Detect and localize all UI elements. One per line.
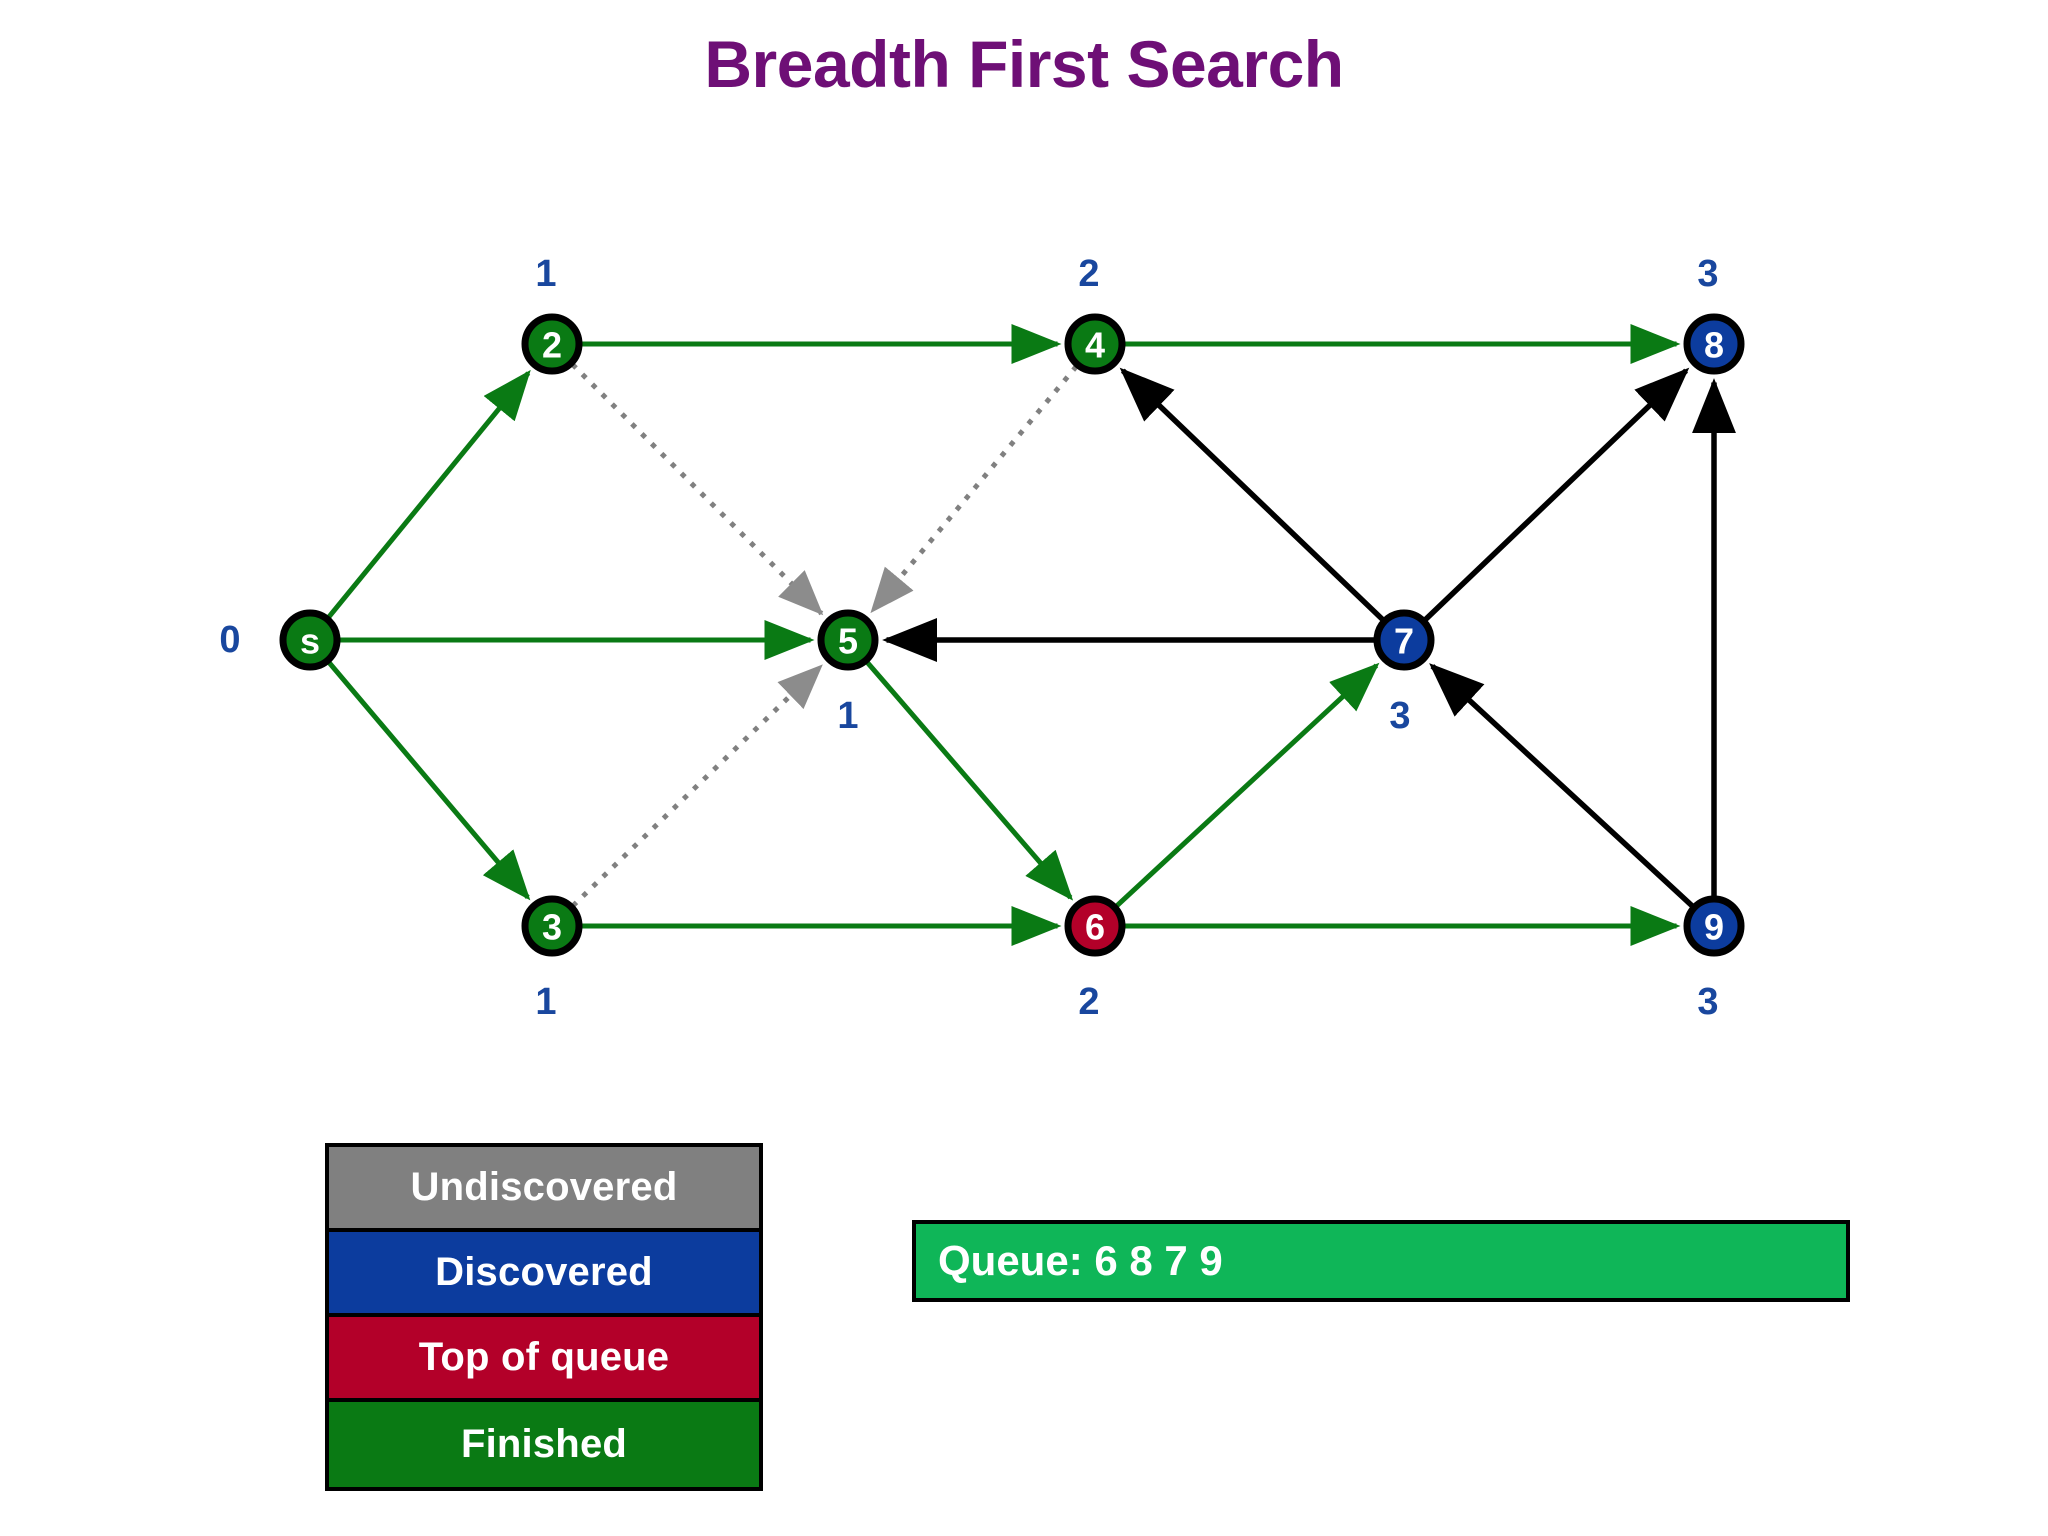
node-label-7: 7 <box>1394 621 1414 662</box>
node-circle-3 <box>521 895 583 957</box>
bfs-graph: s 2 3 5 4 6 7 8 9 0 1 1 1 2 2 3 3 3 <box>219 253 1745 1023</box>
node-circle-2 <box>521 313 583 375</box>
node-label-s: s <box>300 621 320 662</box>
queue-box: Queue: 6 8 7 9 <box>912 1220 1850 1302</box>
graph-edge-s-2 <box>326 369 531 620</box>
node-distance-7: 3 <box>1389 695 1410 737</box>
node-circle-5 <box>817 609 879 671</box>
node-label-2: 2 <box>542 325 562 366</box>
legend-label-undiscovered: Undiscovered <box>410 1165 678 1209</box>
node-distance-3: 1 <box>535 981 556 1023</box>
graph-edge-s-3 <box>326 660 531 901</box>
node-distance-5: 1 <box>837 695 858 737</box>
queue-label: Queue: 6 8 7 9 <box>938 1237 1223 1284</box>
graph-edge-6-7 <box>1114 662 1380 909</box>
node-circle-7 <box>1373 609 1435 671</box>
legend-row-discovered: Discovered <box>329 1232 759 1317</box>
graph-edges <box>326 324 1736 946</box>
graph-edge-5-6 <box>865 660 1074 901</box>
graph-distance-labels: 0 1 1 1 2 2 3 3 3 <box>219 253 1718 1023</box>
page-title: Breadth First Search <box>704 27 1344 101</box>
graph-nodes: s 2 3 5 4 6 7 8 9 <box>279 313 1745 957</box>
graph-node-7[interactable]: 7 <box>1373 609 1435 671</box>
graph-edge-2-5 <box>570 362 824 616</box>
legend-row-top_of_queue: Top of queue <box>329 1317 759 1402</box>
node-distance-s: 0 <box>219 619 240 661</box>
legend-label-top_of_queue: Top of queue <box>418 1335 670 1379</box>
node-distance-6: 2 <box>1078 981 1099 1023</box>
graph-node-5[interactable]: 5 <box>817 609 879 671</box>
node-circle-4 <box>1064 313 1126 375</box>
node-label-9: 9 <box>1704 907 1724 948</box>
graph-edge-3-5 <box>571 664 823 908</box>
legend-label-finished: Finished <box>460 1422 628 1466</box>
node-circle-9 <box>1683 895 1745 957</box>
node-label-8: 8 <box>1704 325 1724 366</box>
node-distance-8: 3 <box>1697 253 1718 295</box>
graph-edge-4-5 <box>870 364 1079 614</box>
node-label-4: 4 <box>1085 325 1105 366</box>
graph-edge-7-8 <box>1423 367 1690 622</box>
node-circle-8 <box>1683 313 1745 375</box>
node-circle-6 <box>1064 895 1126 957</box>
graph-node-9[interactable]: 9 <box>1683 895 1745 957</box>
graph-node-3[interactable]: 3 <box>521 895 583 957</box>
graph-node-8[interactable]: 8 <box>1683 313 1745 375</box>
node-label-5: 5 <box>838 621 858 662</box>
node-distance-4: 2 <box>1078 253 1099 295</box>
node-label-6: 6 <box>1085 907 1105 948</box>
graph-edge-9-7 <box>1429 663 1695 909</box>
graph-edge-7-4 <box>1119 367 1385 622</box>
legend-label-discovered: Discovered <box>435 1250 653 1294</box>
graph-node-2[interactable]: 2 <box>521 313 583 375</box>
legend-row-undiscovered: Undiscovered <box>329 1147 759 1232</box>
graph-node-6[interactable]: 6 <box>1064 895 1126 957</box>
node-distance-2: 1 <box>535 253 556 295</box>
graph-node-4[interactable]: 4 <box>1064 313 1126 375</box>
graph-node-s[interactable]: s <box>279 609 341 671</box>
node-distance-9: 3 <box>1697 981 1718 1023</box>
node-circle-s <box>279 609 341 671</box>
node-label-3: 3 <box>542 907 562 948</box>
legend-row-finished: Finished <box>329 1402 759 1487</box>
